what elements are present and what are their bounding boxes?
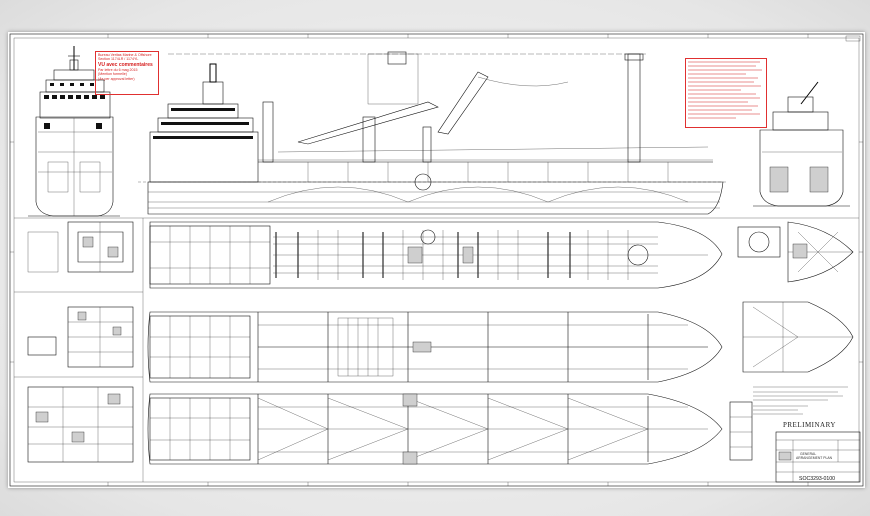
- preliminary-label: PRELIMINARY: [783, 421, 836, 429]
- revision-box: [845, 35, 861, 42]
- stamp-line-2: Section 1174LR / 1174YL: [98, 57, 139, 62]
- profile-elevation-view: [138, 51, 728, 215]
- tank-top-plan: [147, 311, 723, 383]
- approval-stamp: Bureau Veritas Marine & Offshore Section…: [95, 51, 159, 95]
- inner-border: [13, 37, 860, 483]
- front-elevation-view: [28, 46, 120, 217]
- outer-border: [9, 33, 864, 487]
- red-comment-notes: [685, 58, 767, 128]
- upper-deck-plan: [149, 221, 723, 289]
- stamp-line-6: (As per approval letter): [98, 76, 135, 81]
- bottom-plan: [147, 393, 723, 465]
- general-arrangement-drawing: [9, 33, 864, 487]
- right-detail-views: [729, 221, 854, 461]
- drawing-number: SOC3293-0100: [799, 476, 836, 482]
- stamp-line-1: Bureau Veritas Marine & Offshore: [98, 53, 152, 57]
- left-deck-details: [14, 218, 144, 482]
- title-line-2: ARRANGEMENT PLAN: [796, 456, 833, 460]
- title-line-1: GENERAL: [800, 452, 817, 456]
- aft-elevation-view: [753, 81, 850, 207]
- stamp-line-4: Par lettre du 6 mag 2015: [98, 67, 138, 72]
- title-block: [775, 431, 861, 483]
- stamp-line-3: VU avec commentaires: [98, 61, 153, 68]
- comment-text-lines: [688, 61, 762, 119]
- stamp-line-5: (Mention formelle): [98, 72, 127, 77]
- border-grid-ticks: [10, 34, 863, 486]
- drawing-sheet: Bureau Veritas Marine & Offshore Section…: [8, 32, 865, 488]
